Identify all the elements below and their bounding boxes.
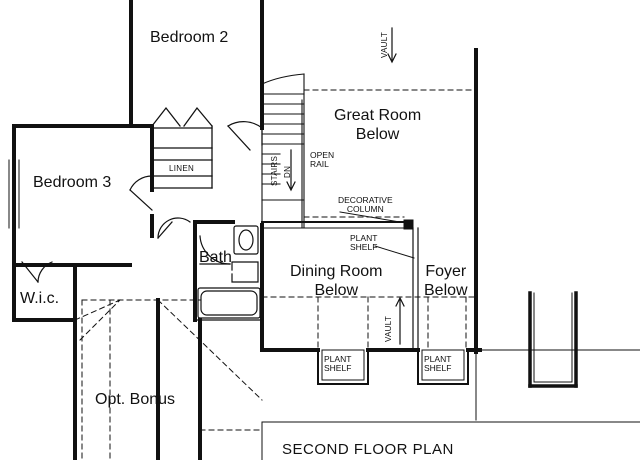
hall-walls [73, 48, 482, 460]
bath-label: Bath [199, 249, 232, 266]
plant-shelf-2-label: PLANT SHELF [424, 354, 452, 374]
linen-label: LINEN [169, 164, 195, 173]
foyer-label: Foyer Below [424, 262, 468, 300]
dashed-lines [74, 296, 477, 460]
stairs [261, 73, 305, 229]
bedroom-3-window [8, 159, 20, 229]
plant-shelf-line1: PLANT [350, 233, 378, 243]
bedroom-2-label: Bedroom 2 [150, 29, 229, 46]
plant-shelf-1-label: PLANT SHELF [324, 354, 352, 374]
dining-room-label-line2: Below [314, 282, 359, 300]
bedroom-2-door [227, 121, 263, 151]
wic-label: W.i.c. [20, 290, 60, 307]
plan-title: SECOND FLOOR PLAN [282, 441, 454, 458]
great-room-outline [303, 89, 477, 218]
vault-label-top: VAULT [380, 31, 389, 58]
exterior-walls-right [528, 291, 578, 388]
plant-shelf-2-line2: SHELF [424, 363, 452, 374]
wic-walls [12, 263, 77, 322]
plant-shelf-1-line2: SHELF [324, 363, 352, 374]
decorative-column-label: DECORATIVE COLUMN [338, 195, 393, 215]
great-room-label-line2: Below [355, 126, 400, 144]
bath-fixtures [194, 225, 263, 321]
great-room-label-line1: Great Room [334, 107, 422, 124]
plant-shelf-boxes [317, 349, 469, 385]
hall-doors [21, 217, 231, 283]
leader-lines [339, 211, 415, 259]
dining-room-label-line1: Dining Room [290, 263, 383, 280]
decorative-column [261, 219, 419, 351]
bedroom-3-walls [12, 124, 154, 267]
dn-label: DN [283, 165, 292, 178]
open-rail-line2: RAIL [310, 159, 329, 170]
plant-shelf-2-line1: PLANT [424, 354, 452, 364]
great-room-label: Great Room Below [334, 106, 421, 144]
stairs-arrow [286, 149, 296, 192]
decorative-column-line1: DECORATIVE [338, 195, 393, 205]
opt-bonus-label: Opt. Bonus [95, 391, 176, 408]
dining-room-label: Dining Room Below [290, 262, 382, 300]
open-rail-label: OPEN RAIL [310, 150, 335, 170]
decorative-column-line2: COLUMN [346, 204, 384, 215]
bedroom-3-door [129, 175, 153, 211]
plant-shelf-line2: SHELF [350, 242, 378, 253]
stairs-label: STAIRS [270, 155, 279, 186]
exterior-lines [261, 292, 640, 460]
foyer-label-line2: Below [424, 282, 468, 300]
foyer-label-line1: Foyer [425, 263, 467, 280]
closet-bifold-doors [151, 106, 213, 189]
bedroom-3-label: Bedroom 3 [33, 174, 112, 191]
vault-label-middle: VAULT [384, 315, 393, 342]
plant-shelf-1-line1: PLANT [324, 354, 352, 364]
open-rail-line1: OPEN [310, 150, 335, 160]
vault-arrows [387, 27, 405, 345]
plant-shelf-label: PLANT SHELF [350, 233, 378, 253]
